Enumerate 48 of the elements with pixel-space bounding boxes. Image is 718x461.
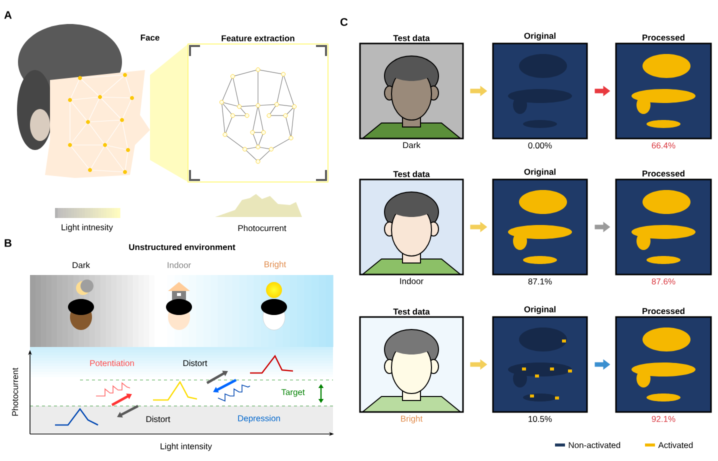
node-label: 87.1%	[528, 278, 552, 284]
activation-map: Original 10.5%	[492, 306, 588, 422]
label: Dark	[72, 262, 90, 268]
node-label: Indoor	[400, 278, 424, 284]
node-label: Feature extraction	[222, 35, 294, 42]
label: Distort	[183, 360, 208, 366]
axis-label: Photocurrent	[12, 368, 18, 416]
node-label: 92.1%	[652, 416, 676, 422]
node-label: Original	[524, 32, 556, 41]
label: Unstructured environment	[129, 244, 236, 250]
node-label: 87.6%	[652, 278, 676, 284]
node-label: 66.4%	[652, 142, 676, 148]
person-picture: Test data Bright	[359, 308, 464, 424]
activation-map: Processed 66.4%	[615, 34, 712, 148]
panel-letter: B	[4, 239, 12, 247]
label: Distort	[146, 416, 170, 422]
node-label: Bright	[401, 415, 423, 424]
node-label: Processed	[642, 34, 684, 41]
label: Indoor	[168, 262, 191, 268]
node-label: Test data	[393, 34, 430, 42]
activation-map: Original 0.00%	[492, 32, 588, 148]
person-picture: Test data Dark	[359, 34, 464, 148]
node-label: Processed	[642, 170, 684, 177]
node-label: Test data	[393, 170, 430, 178]
label: Photocurrent	[238, 224, 286, 232]
activation-map: Processed 92.1%	[615, 308, 712, 422]
label: Bright	[264, 261, 286, 269]
node-label: Processed	[642, 308, 684, 314]
activation-map: Processed 87.6%	[615, 170, 712, 284]
label: Potentiation	[90, 360, 134, 366]
label: Depression	[238, 415, 280, 423]
legend-label: Activated	[658, 442, 693, 448]
label: Light intnesity	[62, 224, 113, 232]
node-label: Test data	[393, 308, 430, 315]
axis-label: Light intensity	[160, 443, 212, 451]
node-label: Original	[524, 168, 556, 177]
node-label: Original	[524, 306, 556, 314]
panel-letter: C	[340, 18, 348, 26]
node-label: Face	[140, 34, 160, 41]
legend-label: Non-activated	[568, 442, 620, 448]
node-label: Dark	[403, 142, 420, 148]
head-drawing: Face	[17, 24, 160, 178]
node-label: 0.00%	[528, 142, 552, 148]
node-label: 10.5%	[528, 416, 552, 422]
label: Target	[281, 389, 305, 397]
panel-letter: A	[4, 11, 12, 19]
activation-map: Original 87.1%	[492, 168, 588, 284]
person-picture: Test data Indoor	[359, 170, 464, 284]
